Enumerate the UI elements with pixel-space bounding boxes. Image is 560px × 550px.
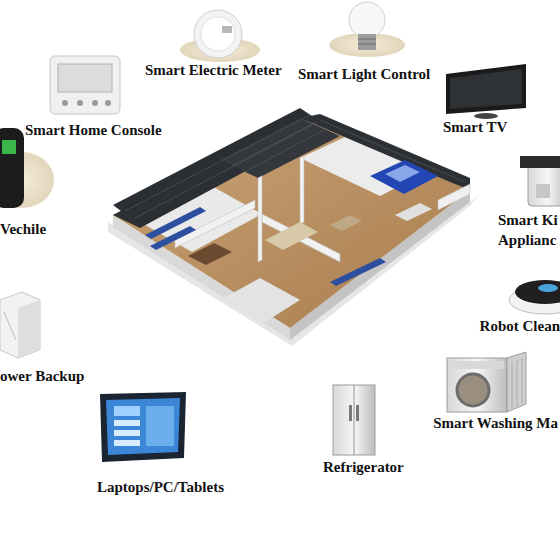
cabinet	[330, 258, 386, 286]
table	[330, 215, 362, 231]
device-label: Smart Electric Meter	[145, 60, 282, 80]
tablet-icon	[100, 392, 186, 462]
bed	[395, 203, 432, 221]
bulb-icon	[329, 2, 405, 57]
device-label: Refrigerator	[323, 457, 404, 477]
room-floor	[220, 278, 300, 324]
house-roof	[220, 118, 340, 178]
kitchen-counter	[150, 226, 196, 250]
device-label: Smart Home Console	[25, 120, 162, 140]
tv-icon	[446, 64, 526, 119]
device-label: Smart Ki Applianc	[498, 210, 560, 250]
device-label: Vechile	[0, 219, 46, 239]
power-backup-icon	[0, 292, 40, 358]
coffee-machine-icon	[520, 156, 560, 206]
device-label: Smart TV	[443, 117, 507, 137]
charger-icon	[0, 128, 54, 208]
dining-table	[188, 243, 232, 265]
house-floor	[113, 118, 470, 328]
device-label: Smart Light Control	[298, 64, 430, 84]
robot-cleaner-icon	[509, 280, 560, 314]
blue-car	[370, 160, 438, 194]
roof-tiles	[125, 115, 465, 218]
sofa	[265, 222, 318, 250]
device-label: ower Backup	[0, 366, 84, 386]
device-label: Smart Washing Ma	[433, 413, 558, 433]
washing-machine-icon	[447, 352, 526, 412]
refrigerator-icon	[333, 385, 375, 455]
meter-icon	[180, 10, 260, 62]
device-label: Laptops/PC/Tablets	[97, 477, 224, 497]
garage-door	[438, 184, 470, 210]
console-icon	[50, 56, 120, 114]
device-label: Robot Clean	[480, 316, 560, 336]
